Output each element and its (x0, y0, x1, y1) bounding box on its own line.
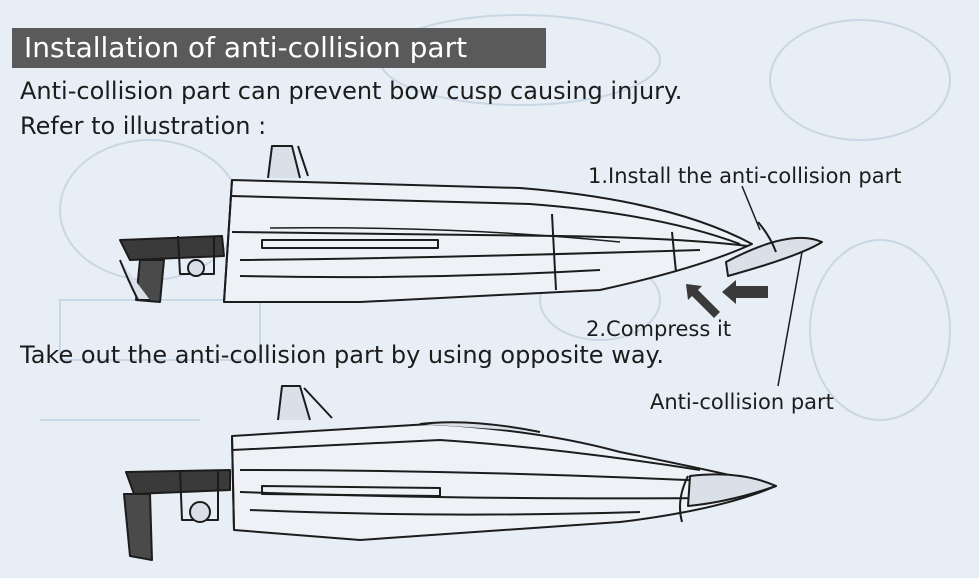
removal-instruction: Take out the anti-collision part by usin… (20, 341, 664, 369)
intro-line-2: Refer to illustration : (20, 112, 267, 140)
intro-line-1: Anti-collision part can prevent bow cusp… (20, 77, 683, 105)
section-heading: Installation of anti-collision part (12, 28, 546, 68)
step-2-label: 2.Compress it (586, 317, 732, 341)
step-1-label: 1.Install the anti-collision part (588, 164, 902, 188)
anti-collision-part-label: Anti-collision part (650, 390, 834, 414)
